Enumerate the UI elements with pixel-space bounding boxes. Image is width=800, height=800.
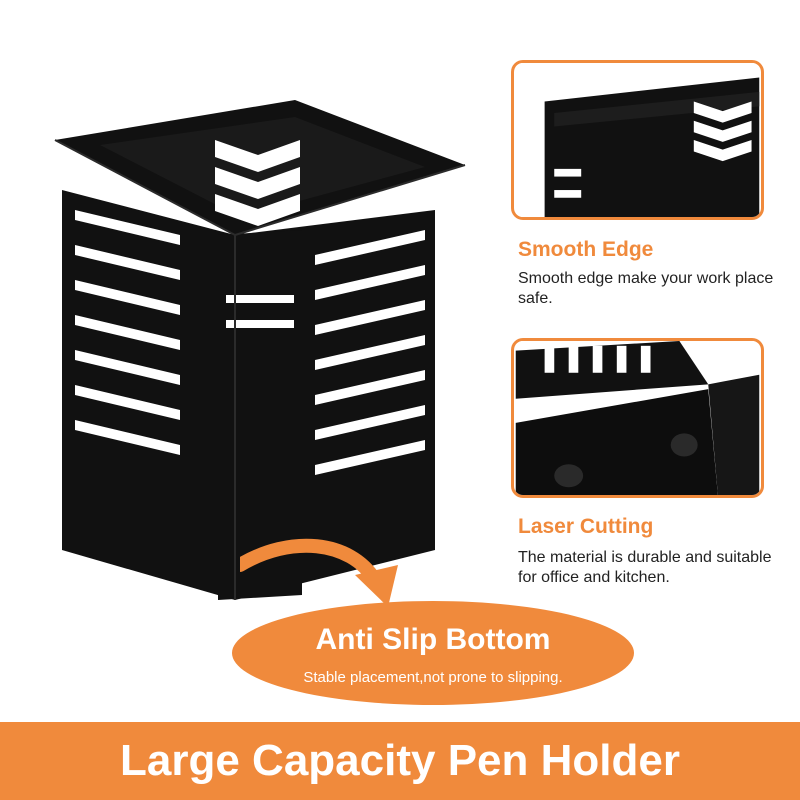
- feature-description-laser-cutting: The material is durable and suitable for…: [518, 549, 772, 586]
- banner-title: Large Capacity Pen Holder: [120, 736, 680, 785]
- detail-image-smooth-edge: [511, 60, 764, 220]
- callout-subtitle: Stable placement,not prone to slipping.: [303, 669, 563, 686]
- laser-cutting-closeup: [515, 341, 760, 495]
- feature-description-smooth-edge: Smooth edge make your work place safe.: [518, 270, 774, 307]
- feature-title-laser-cutting: Laser Cutting: [518, 515, 654, 538]
- detail-image-laser-cutting: [511, 338, 764, 498]
- callout-title: Anti Slip Bottom: [315, 623, 551, 656]
- anti-slip-callout: Anti Slip Bottom Stable placement,not pr…: [232, 601, 634, 705]
- curved-arrow-icon: [240, 538, 398, 607]
- feature-title-smooth-edge: Smooth Edge: [518, 238, 654, 261]
- product-image-pen-holder: [54, 100, 466, 600]
- bottom-banner: Large Capacity Pen Holder: [0, 722, 800, 800]
- smooth-edge-closeup: [515, 63, 760, 217]
